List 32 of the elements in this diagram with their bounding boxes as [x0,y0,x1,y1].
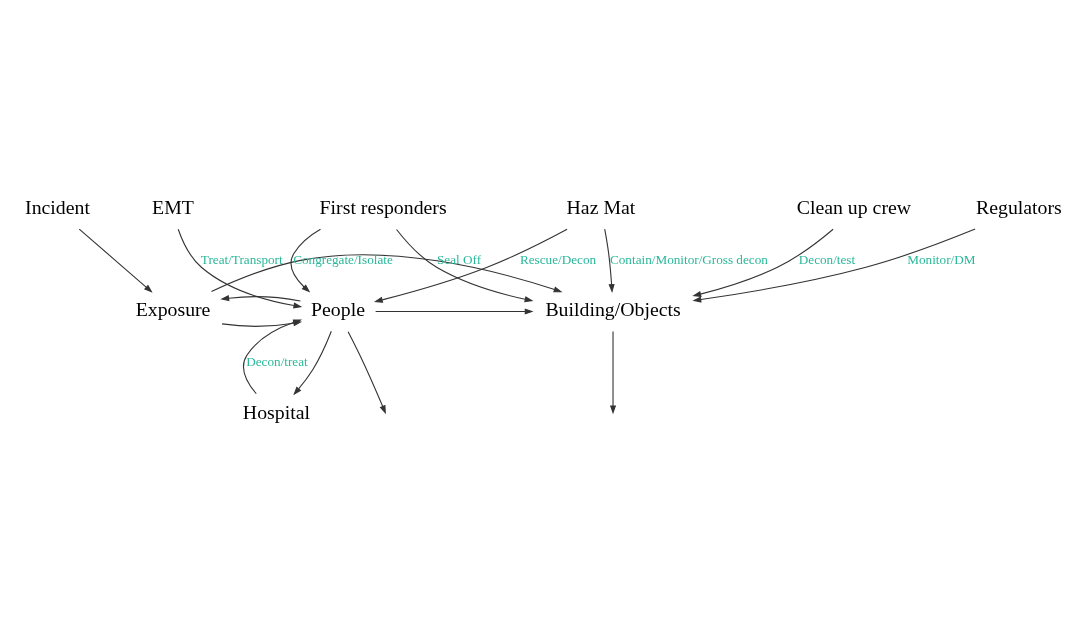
edge-label: Rescue/Decon [519,251,597,267]
arrow [210,253,563,292]
node-text: Regulators [976,195,1062,218]
node-text: EMT [152,195,194,218]
arrow [692,228,834,297]
node-text: Building/Objects [545,297,681,320]
arrow [692,228,976,303]
arrow [290,228,322,293]
edge-label: Decon/test [798,251,856,267]
arrow [177,228,303,308]
arrow [609,330,617,414]
edge-label: Decon/treat [246,353,308,369]
node-text: Haz Mat [566,195,636,218]
edge-label: Treat/Transport [200,251,283,267]
node-text: Clean up crew [796,195,912,218]
arrow [293,330,332,395]
arrow [396,228,534,302]
edge-label: Monitor/DM [907,251,976,267]
arrow [375,307,534,315]
node-text: People [311,297,365,320]
arrow [78,228,153,293]
arrow [220,294,301,302]
node-text: Exposure [135,297,211,320]
arrow [347,330,386,414]
node-text: Hospital [242,400,310,423]
node-text: First responders [319,195,447,218]
node-text: Incident [25,195,90,218]
edge-label: Contain/Monitor/Gross decon [609,251,768,267]
edge-label: Seal Off [436,251,482,267]
arrow [373,228,568,303]
arrow [604,228,615,293]
edge-label: Congregate/Isolate [293,251,393,267]
